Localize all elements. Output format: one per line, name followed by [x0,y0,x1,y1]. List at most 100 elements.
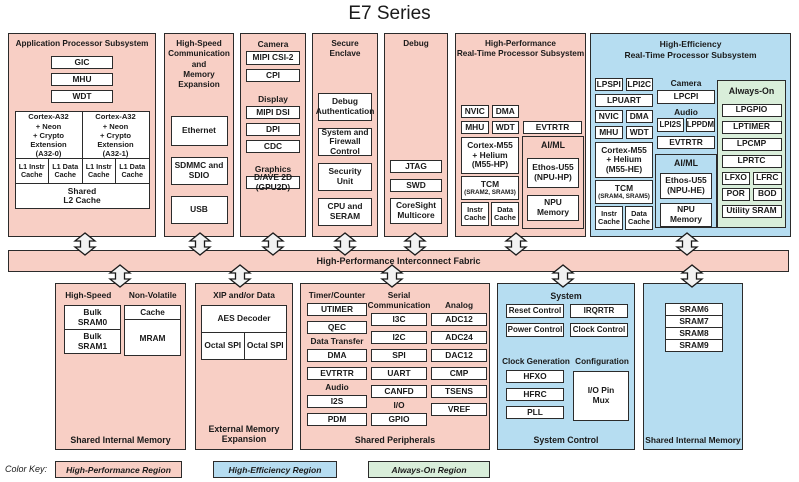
ip-box: LPRTC [721,154,782,168]
block-title: Secure Enclave [329,39,361,59]
octal-spi-box: Octal SPI [243,331,287,360]
ip-box: UART [371,366,427,380]
block-footer: Shared Internal Memory [645,435,741,445]
bidirectional-arrow-icon [550,264,576,288]
tcm-sublabel: (SRAM2, SRAM3) [464,189,516,197]
tcm-label: TCM [614,182,634,193]
lpcpi-box: LPCPI [657,90,715,104]
ip-box: MHU [461,121,489,134]
section-header: Audio [325,381,349,392]
ip-box: WDT [51,90,113,104]
sram-box: Bulk SRAM1 [64,329,121,354]
ip-box: CANFD [371,384,427,398]
ip-box: Clock Control [570,323,628,337]
ip-box: ADC12 [431,312,487,326]
ip-box: JTAG [390,160,442,173]
ip-box: NVIC [595,110,623,123]
ip-box: MHU [51,73,113,87]
ip-box: USB [170,196,228,224]
ip-box: LPI2C [625,78,653,91]
block-title: High-Efficiency Real-Time Processor Subs… [624,39,757,60]
ip-box: DMA [625,110,653,123]
io-pin-mux-box: I/O Pin Mux [573,371,629,421]
cache-cell: Cache [125,306,180,320]
bidirectional-arrow-icon [379,264,405,288]
ethos-u55-hp-box: Ethos-U55 (NPU-HP) [527,157,579,188]
ip-box: SPI [371,348,427,362]
key-high-performance-region: High-Performance Region [55,461,182,478]
section-header: Graphics [254,164,292,175]
memory-column-headers: High-Speed Non-Volatile [56,284,185,301]
ip-box: MHU [595,126,623,139]
ethos-u55-he-box: Ethos-U55 (NPU-HE) [660,172,712,199]
npu-memory-box: NPU Memory [527,194,579,221]
block-footer: Shared Peripherals [354,435,436,445]
ip-box: Reset Control [506,304,564,318]
npu-memory-box: NPU Memory [660,202,712,227]
ip-box: Ethernet [170,116,228,146]
ip-box: POR [721,187,750,201]
ip-box: HFRC [506,388,564,401]
lpuart-box: LPUART [595,94,653,107]
sram-box: Bulk SRAM0 [64,305,121,330]
ip-box: D/AVE 2D (GPU2D) [246,172,300,192]
he-aiml-section: AI/ML Ethos-U55 (NPU-HE) NPU Memory [655,154,717,228]
section-header: I/O [393,399,405,410]
bidirectional-arrow-icon [187,232,213,256]
shared-l2-cache-box: Shared L2 Cache [14,183,150,210]
section-header: Timer/Counter [308,290,366,300]
sram-box: SRAM9 [665,339,723,352]
aiml-header: AI/ML [541,140,565,150]
ip-box: DPI [246,123,300,137]
block-header: XIP and/or Data [213,290,275,300]
cache-cell: L1 Instr Cache [85,161,112,180]
tcm-box: TCM (SRAM4, SRAM5) [595,180,653,204]
ip-box: Power Control [506,323,564,337]
ip-box: I3C [371,312,427,326]
ip-box: I2C [371,330,427,344]
block-footer: Shared Internal Memory [70,435,171,445]
tcm-sublabel: (SRAM4, SRAM5) [598,193,650,201]
ip-box: LFXO [721,171,750,185]
bidirectional-arrow-icon [107,264,133,288]
camera-header: Camera [670,78,702,88]
section-header: Serial Communication [367,290,431,310]
high-performance-rt-subsystem: High-Performance Real-Time Processor Sub… [455,33,586,237]
graphics-section: Graphics D/AVE 2D (GPU2D) [246,164,300,192]
bidirectional-arrow-icon [72,232,98,256]
ip-box: CMP [431,366,487,380]
bidirectional-arrow-icon [679,264,705,288]
cortex-m55-hp-box: Cortex-M55 + Helium (M55-HP) [461,137,519,174]
ip-box: LFRC [753,171,782,185]
ip-box: DAC12 [431,348,487,362]
utility-sram-box: Utility SRAM [721,204,782,218]
section-header: Display [258,94,288,105]
system-header: System [550,291,582,301]
ip-box: MIPI DSI [246,106,300,120]
ip-box: DMA [307,348,367,362]
ip-box: MIPI CSI-2 [246,51,300,66]
ip-box: NVIC [461,105,489,118]
